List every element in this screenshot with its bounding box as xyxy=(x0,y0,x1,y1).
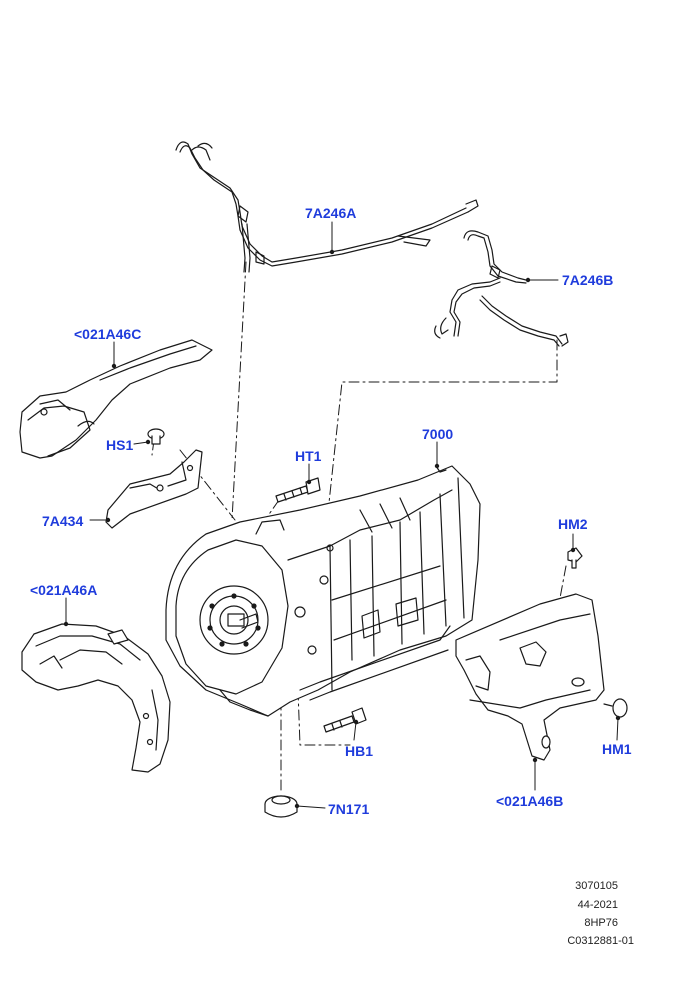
oil-cooler-pipe-a xyxy=(175,141,479,273)
leader-dots xyxy=(63,249,621,809)
drain-plug xyxy=(264,795,298,818)
screw-hs1 xyxy=(147,428,165,445)
reference-code-4: C0312881-01 xyxy=(567,935,634,947)
reference-code-3: 8HP76 xyxy=(584,917,618,929)
callout-021A46C[interactable]: <021A46C xyxy=(74,326,142,342)
callout-HB1[interactable]: HB1 xyxy=(345,743,374,759)
reference-code-1: 3070105 xyxy=(575,880,618,892)
assembly-lines xyxy=(151,261,567,791)
bolt-hb1 xyxy=(323,707,367,733)
heat-shield-b xyxy=(455,593,605,761)
leader-lines xyxy=(65,221,619,809)
reference-code-2: 44-2021 xyxy=(577,899,618,911)
callout-HT1[interactable]: HT1 xyxy=(295,448,322,464)
callout-HM1[interactable]: HM1 xyxy=(602,741,632,757)
bracket xyxy=(105,449,203,529)
callout-021A46A[interactable]: <021A46A xyxy=(30,582,98,598)
callout-7N171[interactable]: 7N171 xyxy=(328,801,370,817)
callout-HS1[interactable]: HS1 xyxy=(106,437,134,453)
heat-shield-c xyxy=(19,339,213,459)
callout-7000[interactable]: 7000 xyxy=(422,426,454,442)
callout-7A246B[interactable]: 7A246B xyxy=(562,272,614,288)
screw-hm1 xyxy=(603,698,628,718)
transmission-assembly xyxy=(165,465,481,717)
callout-021A46B[interactable]: <021A46B xyxy=(496,793,564,809)
callout-7A246A[interactable]: 7A246A xyxy=(305,205,357,221)
heat-shield-a xyxy=(21,623,171,773)
oil-cooler-pipe-b xyxy=(434,230,569,347)
screw-hm2 xyxy=(567,547,583,569)
converter-bolts xyxy=(207,593,261,647)
callout-7A434[interactable]: 7A434 xyxy=(42,513,84,529)
stud-ht1 xyxy=(275,477,321,503)
callout-HM2[interactable]: HM2 xyxy=(558,516,588,532)
